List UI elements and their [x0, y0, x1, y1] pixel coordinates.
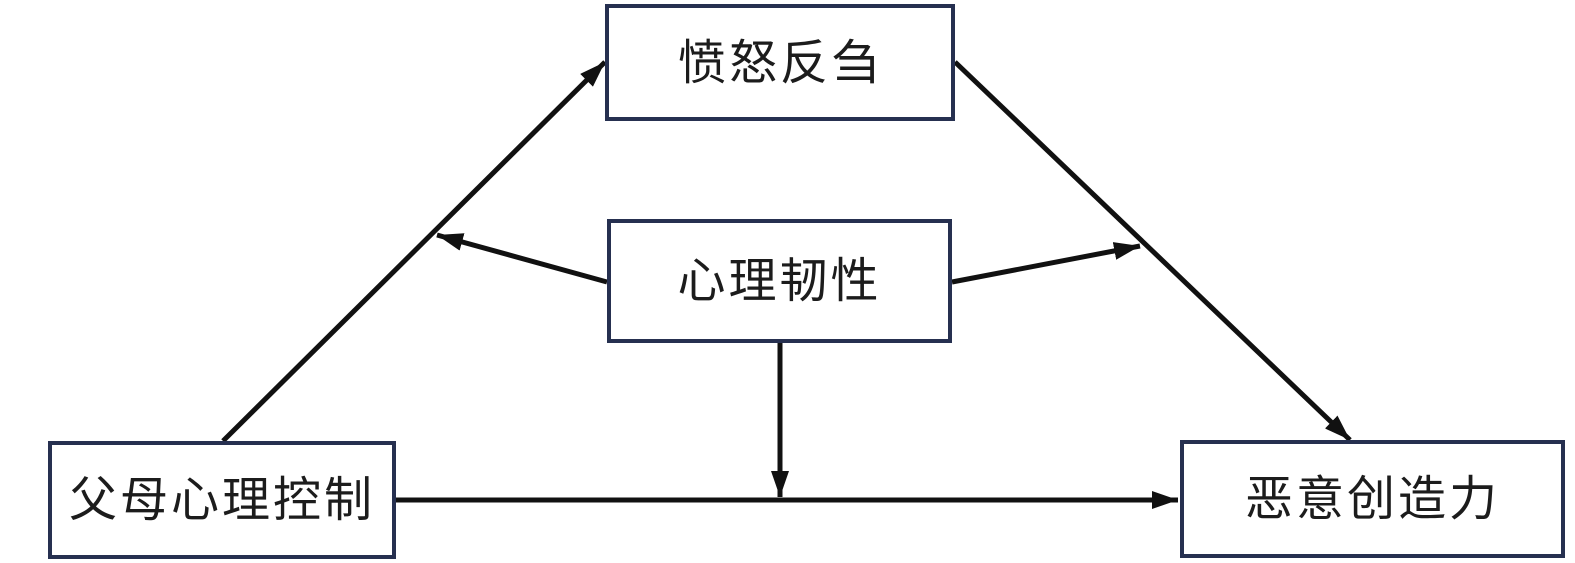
arrow-resilience-to-right-path — [951, 242, 1141, 285]
node-anger-rumination-label: 愤怒反刍 — [677, 34, 882, 91]
node-psychological-resilience: 心理韧性 — [607, 219, 952, 343]
node-anger-rumination: 愤怒反刍 — [605, 4, 955, 121]
arrow-parental-to-anger — [221, 60, 607, 443]
arrow-resilience-to-left-path — [436, 232, 608, 285]
node-malevolent-creativity-label: 恶意创造力 — [1244, 471, 1500, 527]
node-malevolent-creativity: 恶意创造力 — [1180, 440, 1565, 558]
arrow-anger-to-malevolent — [953, 60, 1352, 442]
node-psychological-resilience-label: 心理韧性 — [677, 253, 882, 309]
node-parental-psychological-control-label: 父母心理控制 — [68, 472, 375, 528]
node-parental-psychological-control: 父母心理控制 — [48, 441, 396, 559]
